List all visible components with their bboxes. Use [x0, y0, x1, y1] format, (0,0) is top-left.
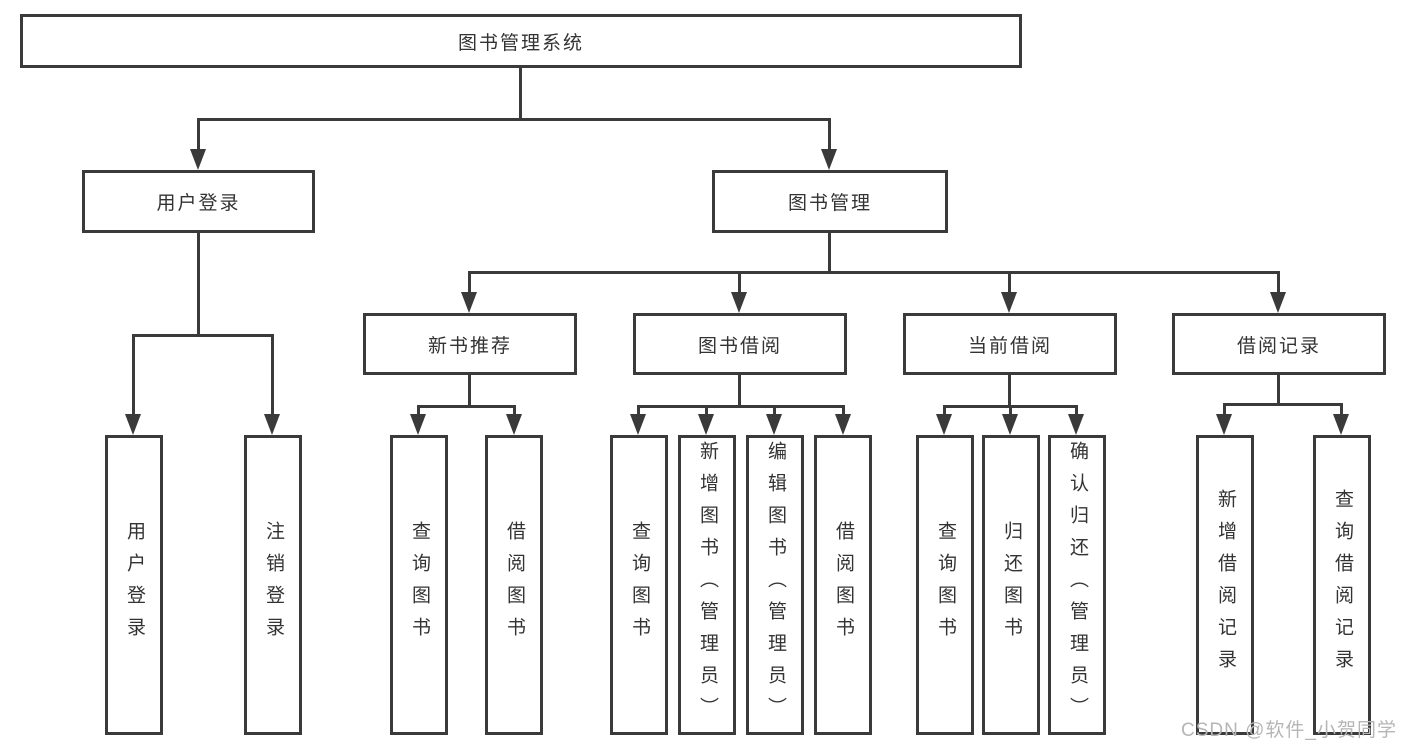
- node-leaf-user-login: 用户登录: [105, 435, 163, 735]
- node-leaf-query-borrow-record: 查询借阅记录: [1313, 435, 1371, 735]
- arrow-down-icon: [936, 414, 952, 435]
- connector-line: [828, 118, 831, 152]
- node-new-book-recommend: 新书推荐: [363, 313, 577, 375]
- arrow-down-icon: [731, 292, 747, 313]
- connector-line: [637, 405, 845, 408]
- connector-line: [738, 271, 741, 294]
- connector-line: [197, 118, 831, 121]
- node-current-borrow: 当前借阅: [903, 313, 1117, 375]
- arrow-down-icon: [1002, 414, 1018, 435]
- node-root: 图书管理系统: [20, 14, 1022, 68]
- connector-line: [943, 405, 946, 415]
- arrow-down-icon: [835, 414, 851, 435]
- connector-line: [468, 271, 471, 294]
- connector-line: [1340, 403, 1343, 415]
- node-leaf-query-books-1: 查询图书: [390, 435, 448, 735]
- arrow-down-icon: [630, 414, 646, 435]
- connector-line: [705, 405, 708, 415]
- arrow-down-icon: [1001, 292, 1017, 313]
- arrow-down-icon: [1270, 292, 1286, 313]
- arrow-down-icon: [1216, 414, 1232, 435]
- arrow-down-icon: [190, 149, 206, 170]
- arrow-down-icon: [461, 292, 477, 313]
- connector-line: [132, 334, 135, 415]
- node-leaf-borrow-books-1: 借阅图书: [485, 435, 543, 735]
- node-leaf-add-book-admin: 新增图书（管理员）: [678, 435, 736, 735]
- watermark: CSDN @软件_小贺同学: [1181, 720, 1397, 741]
- arrow-down-icon: [506, 414, 522, 435]
- connector-line: [513, 405, 516, 415]
- node-leaf-query-books-2: 查询图书: [610, 435, 668, 735]
- connector-line: [773, 405, 776, 415]
- node-leaf-confirm-return-admin: 确认归还（管理员）: [1048, 435, 1106, 735]
- node-leaf-borrow-books-2: 借阅图书: [814, 435, 872, 735]
- connector-line: [197, 118, 200, 152]
- connector-line: [468, 271, 1280, 274]
- arrow-down-icon: [1068, 414, 1084, 435]
- arrow-down-icon: [698, 414, 714, 435]
- arrow-down-icon: [410, 414, 426, 435]
- arrow-down-icon: [264, 414, 280, 435]
- node-user-login: 用户登录: [82, 170, 315, 233]
- connector-line: [1277, 375, 1280, 406]
- node-book-borrow: 图书借阅: [633, 313, 847, 375]
- connector-line: [1009, 405, 1012, 415]
- connector-line: [197, 233, 200, 337]
- connector-line: [417, 405, 420, 415]
- connector-line: [1008, 375, 1011, 408]
- node-leaf-add-borrow-record: 新增借阅记录: [1196, 435, 1254, 735]
- connector-line: [1075, 405, 1078, 415]
- connector-line: [468, 375, 471, 408]
- node-leaf-logout: 注销登录: [244, 435, 302, 735]
- connector-line: [1008, 271, 1011, 294]
- node-book-management: 图书管理: [712, 170, 948, 233]
- connector-line: [132, 334, 274, 337]
- arrow-down-icon: [821, 149, 837, 170]
- connector-line: [637, 405, 640, 415]
- connector-line: [828, 233, 831, 274]
- connector-line: [1277, 271, 1280, 294]
- node-leaf-query-books-3: 查询图书: [916, 435, 974, 735]
- connector-line: [1223, 403, 1343, 406]
- arrow-down-icon: [1333, 414, 1349, 435]
- arrow-down-icon: [125, 414, 141, 435]
- connector-line: [417, 405, 516, 408]
- arrow-down-icon: [766, 414, 782, 435]
- node-leaf-edit-book-admin: 编辑图书（管理员）: [746, 435, 804, 735]
- connector-line: [842, 405, 845, 415]
- connector-line: [738, 375, 741, 408]
- connector-line: [1223, 403, 1226, 415]
- connector-line: [519, 68, 522, 120]
- node-borrow-records: 借阅记录: [1172, 313, 1386, 375]
- node-leaf-return-book: 归还图书: [982, 435, 1040, 735]
- connector-line: [271, 334, 274, 415]
